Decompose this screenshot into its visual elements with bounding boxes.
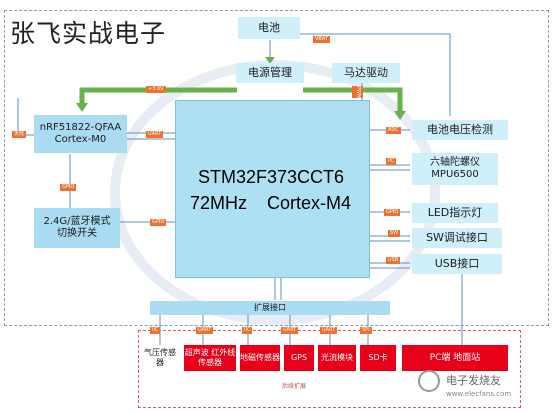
- mcu-model-label: STM32F373CCT6: [198, 167, 345, 187]
- iic-magnetometer-tag: IIC: [242, 327, 253, 334]
- power-management-block: 电源管理: [236, 63, 304, 83]
- sw-debug-block: SW调试接口: [412, 228, 502, 248]
- mode-switch-block: 2.4G/蓝牙模式 切换开关: [34, 208, 120, 248]
- battery-voltage-detect-block: 电池电压检测: [412, 120, 508, 140]
- iic-barometer-tag: IIC: [150, 327, 161, 334]
- uart-optical-flow-tag: UART: [320, 327, 338, 334]
- sw-tag: SW: [388, 230, 401, 237]
- future-expansion-label: 后续扩展: [282, 383, 307, 390]
- gyro-block: 六轴陀螺仪 MPU6500: [412, 153, 498, 185]
- elecfans-logo-icon: [418, 370, 440, 392]
- power-3v-tag: +3.0V: [146, 86, 166, 93]
- antenna-tag: 天线: [12, 131, 27, 138]
- elecfans-watermark: 电子发烧友 www.elecfans.com: [418, 368, 548, 408]
- switch-label-line1: 2.4G/蓝牙模式: [43, 215, 111, 227]
- barometer-module: 气压传感器: [141, 345, 179, 371]
- gpio-nrf-tag: GPIO: [60, 184, 77, 191]
- expansion-interface-block: 扩展接口: [150, 301, 390, 315]
- battery-block: 电池: [238, 17, 300, 39]
- uart-nrf-tag: UART: [146, 131, 164, 138]
- magnetometer-module: 地磁传感器: [240, 345, 280, 371]
- nrf-model-label: nRF51822-QFAA: [39, 121, 122, 133]
- usb-interface-block: USB接口: [412, 254, 502, 274]
- gyro-label-line2: MPU6500: [431, 169, 479, 180]
- gpio-led-tag: GPIO: [384, 209, 401, 216]
- switch-label-line2: 切换开关: [57, 228, 97, 239]
- led-indicator-block: LED指示灯: [412, 203, 498, 223]
- uart-gps-tag: UART: [281, 327, 299, 334]
- gps-module: GPS: [284, 345, 314, 371]
- page-title: 张飞实战电子: [10, 19, 167, 48]
- uart-ultrasonic-tag: UART: [196, 327, 214, 334]
- usb-tag: USB: [386, 257, 401, 264]
- gpio-switch-tag: GPIO: [150, 219, 167, 226]
- footer-url-label: www.elecfans.com: [446, 390, 512, 398]
- ultrasonic-module: 超声波 红外线传感器: [184, 345, 236, 371]
- footer-brand-label: 电子发烧友: [446, 374, 501, 387]
- pwm-tag: PWM: [352, 86, 363, 99]
- motor-drive-block: 马达驱动: [332, 63, 400, 83]
- mcu-block: STM32F373CCT6 72MHz Cortex-M4: [175, 100, 370, 278]
- vbat-tag: VBAT: [313, 36, 330, 43]
- spi-sd-tag: SPI: [360, 327, 372, 334]
- mcu-spec-label: 72MHz Cortex-M4: [190, 193, 352, 213]
- iic-gyro-tag: IIC: [386, 158, 397, 165]
- nrf-core-label: Cortex-M0: [54, 134, 107, 145]
- optical-flow-module: 光流模块: [318, 345, 356, 371]
- adc-tag: ADC: [386, 127, 401, 134]
- main-board-outline: [4, 10, 549, 326]
- nrf51822-block: nRF51822-QFAA Cortex-M0: [34, 115, 127, 153]
- gyro-label-line1: 六轴陀螺仪: [430, 156, 480, 168]
- sd-card-module: SD卡: [360, 345, 396, 371]
- pc-ground-station-module: PC端 地面站: [402, 345, 508, 371]
